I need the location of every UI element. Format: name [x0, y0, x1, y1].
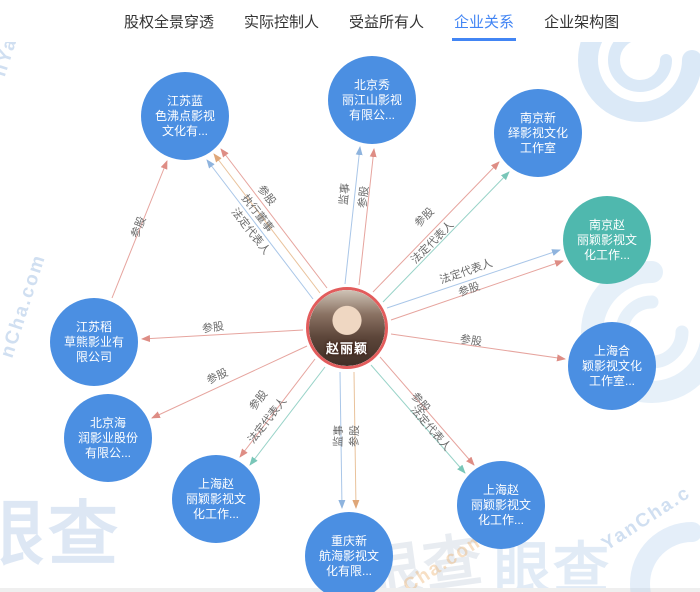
company-node-shanghai-zhaoliying-bl[interactable]: 上海赵 丽颖影视文 化工作... — [172, 455, 260, 543]
node-label-line: 江苏蓝 — [166, 93, 203, 108]
node-label-line: 江苏稻 — [75, 319, 112, 334]
edge-label: 参股 — [201, 320, 225, 336]
node-label-line: 有限公... — [348, 107, 395, 122]
node-label-line: 北京海 — [89, 415, 126, 430]
node-label-line: 工作室... — [588, 373, 635, 388]
node-label-line: 北京秀 — [353, 77, 390, 92]
watermark-brand-text: 眼查 — [0, 495, 122, 573]
node-label-line: 丽颖影视文 — [576, 232, 637, 247]
node-label-line: 上海合 — [593, 343, 630, 358]
watermark-url-fragment: YanCha.c — [598, 482, 695, 556]
company-node-nanjing-xinyi[interactable]: 南京新 绎影视文化 工作室 — [494, 89, 582, 177]
node-label-line: 文化有... — [161, 123, 208, 138]
edge-label: 法定代表人 — [407, 403, 453, 454]
company-node-chongqing-xinhanghai[interactable]: 重庆新 航海影视文 化有限... — [305, 512, 393, 592]
node-label-line: 丽颖影视文 — [185, 491, 246, 506]
tab-beneficial-owner[interactable]: 受益所有人 — [349, 14, 425, 31]
edge-label: 参股 — [456, 280, 482, 300]
node-label-line: 化工作... — [583, 247, 630, 262]
node-label-line: 化有限... — [325, 563, 372, 578]
node-label-line: 丽颖影视文 — [470, 497, 531, 512]
node-label-line: 有限公... — [84, 445, 131, 460]
node-label-line: 重庆新 — [330, 533, 367, 548]
node-label-line: 颖影视文化 — [581, 358, 642, 373]
edge-label: 法定代表人 — [438, 257, 495, 287]
tab-equity-penetration[interactable]: 股权全景穿透 — [124, 14, 215, 31]
node-label-line: 上海赵 — [197, 476, 234, 491]
node-label-line: 工作室 — [519, 140, 556, 155]
node-label-line: 草熊影业有 — [63, 334, 124, 349]
company-node-jiangsu-daocaoxiong[interactable]: 江苏稻 草熊影业有 限公司 — [50, 298, 138, 386]
edge-label: 监事 — [332, 424, 346, 448]
node-label-line: 南京新 — [519, 110, 556, 125]
company-node-shanghai-heying[interactable]: 上海合 颖影视文化 工作室... — [568, 322, 656, 410]
edge-label: 参股 — [408, 390, 432, 415]
node-label-line: 色沸点影视 — [154, 108, 215, 123]
watermark-url-fragment: nCha.com — [0, 251, 51, 361]
edge-label: 参股 — [254, 183, 278, 208]
company-node-jiangsu-lansefeidian[interactable]: 江苏蓝 色沸点影视 文化有... — [141, 72, 229, 160]
tab-org-chart[interactable]: 企业架构图 — [544, 14, 620, 31]
tab-actual-controller[interactable]: 实际控制人 — [244, 14, 320, 31]
node-label-line: 限公司 — [75, 349, 112, 364]
node-label-line: 化工作... — [477, 512, 524, 527]
edge-label: 参股 — [247, 388, 271, 413]
company-node-shanghai-zhaoliying-br[interactable]: 上海赵 丽颖影视文 化工作... — [457, 461, 545, 549]
center-person-node[interactable]: 赵丽颖 — [306, 287, 388, 369]
node-label-line: 化工作... — [192, 506, 239, 521]
edge-label: 法定代表人 — [228, 206, 272, 257]
edge-label: 参股 — [204, 366, 230, 387]
node-label-line: 丽江山影视 — [341, 92, 402, 107]
company-node-beijing-hairun[interactable]: 北京海 润影业股份 有限公... — [64, 394, 152, 482]
tab-enterprise-relations[interactable]: 企业关系 — [452, 0, 517, 41]
edge-label: 参股 — [348, 424, 362, 448]
node-label-line: 南京赵 — [588, 217, 625, 232]
person-avatar — [309, 290, 385, 366]
edge-label: 监事 — [337, 182, 353, 206]
edge-label: 参股 — [356, 185, 372, 209]
company-node-beijing-xiulijiangshan[interactable]: 北京秀 丽江山影视 有限公... — [328, 56, 416, 144]
edge-label: 法定代表人 — [409, 219, 457, 267]
node-label-line: 绎影视文化 — [507, 125, 568, 140]
node-label-line: 航海影视文 — [318, 548, 379, 563]
edge-label: 参股 — [412, 205, 437, 230]
edge-label: 参股 — [129, 214, 149, 240]
edge-label: 执行董事 — [238, 192, 276, 235]
node-label-line: 上海赵 — [482, 482, 519, 497]
edge-label: 法定代表人 — [246, 395, 290, 446]
center-person-name: 赵丽颖 — [325, 341, 368, 356]
edge-label: 参股 — [459, 333, 483, 349]
node-label-line: 润影业股份 — [77, 430, 138, 445]
tianyancha-logo-watermark — [630, 522, 700, 592]
company-node-nanjing-zhaoliying[interactable]: 南京赵 丽颖影视文 化工作... — [563, 196, 651, 284]
relation-tab-bar: 股权全景穿透 实际控制人 受益所有人 企业关系 企业架构图 — [0, 0, 700, 42]
